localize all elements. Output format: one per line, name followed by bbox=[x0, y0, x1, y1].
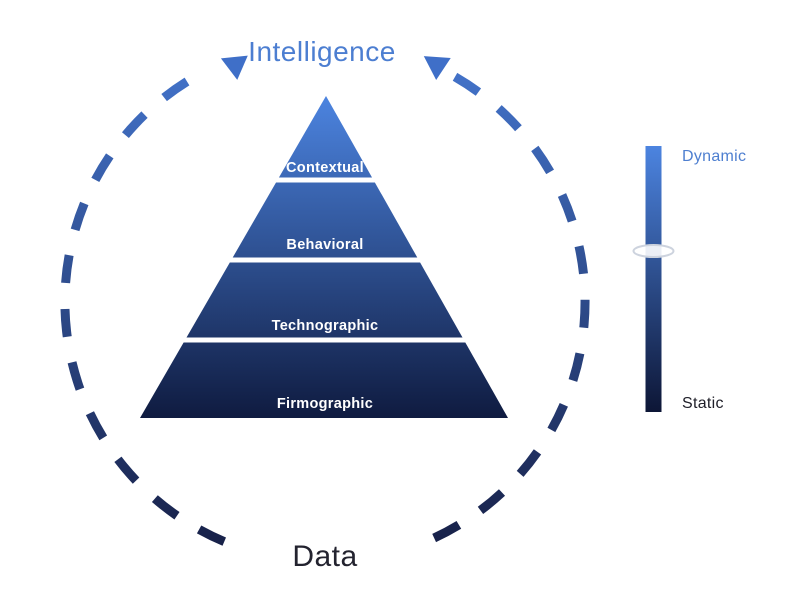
cycle-dashed-arc-right bbox=[412, 72, 590, 551]
scale-static-label: Static bbox=[682, 395, 724, 412]
cycle-dashed-arc-left bbox=[60, 77, 242, 553]
pyramid-layer-label-behavioral: Behavioral bbox=[286, 237, 364, 253]
pyramid-divider-2 bbox=[110, 257, 550, 263]
dynamic-static-scale-bar bbox=[645, 146, 662, 412]
pyramid-shape bbox=[140, 96, 508, 418]
pyramid-divider-3 bbox=[110, 337, 550, 343]
pyramid-layer-label-firmographic: Firmographic bbox=[276, 396, 374, 412]
cycle-arrowhead-left-icon bbox=[220, 55, 248, 80]
cycle-arrowhead-right-icon bbox=[423, 56, 451, 81]
scale-dynamic-label: Dynamic bbox=[682, 148, 747, 165]
pyramid-layer-label-technographic: Technographic bbox=[271, 318, 379, 334]
scale-marker-ring bbox=[632, 244, 675, 258]
pyramid-layer-label-contextual: Contextual bbox=[286, 160, 364, 176]
intelligence-title: Intelligence bbox=[248, 36, 396, 67]
pyramid-divider-1 bbox=[110, 177, 550, 183]
data-label: Data bbox=[292, 540, 358, 573]
